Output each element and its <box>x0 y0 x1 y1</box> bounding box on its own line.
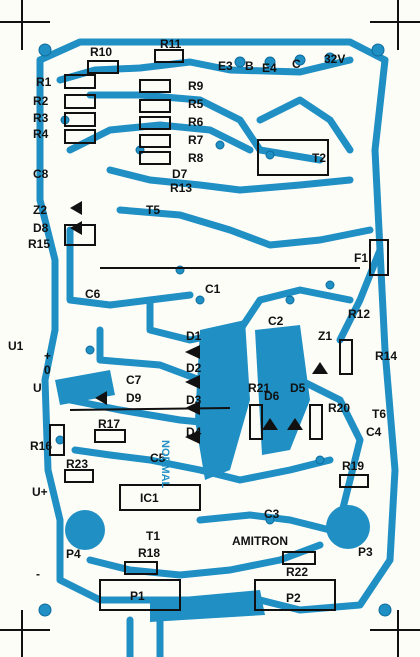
label-r14: R14 <box>375 349 397 363</box>
label-u1: U1 <box>8 339 24 353</box>
label-d9: D9 <box>126 391 142 405</box>
jumper-wire-2 <box>69 407 231 411</box>
label-t5: T5 <box>146 203 160 217</box>
label-r11: R11 <box>160 37 182 51</box>
label-z1: Z1 <box>318 329 332 343</box>
label-u1-plus: U+ <box>32 485 48 499</box>
label-r6: R6 <box>188 115 204 129</box>
label-d4: D4 <box>186 425 202 439</box>
label-r7: R7 <box>188 133 204 147</box>
label-32v: 32V <box>324 52 345 66</box>
label-d7: D7 <box>172 167 188 181</box>
label-r12: R12 <box>348 307 370 321</box>
label-c3: C3 <box>264 507 280 521</box>
label-p2: P2 <box>286 591 301 605</box>
label-c8: C8 <box>33 167 49 181</box>
label-c: C <box>292 57 301 71</box>
label-t2: T2 <box>312 151 326 165</box>
label-e3: E3 <box>218 59 233 73</box>
label-d5: D5 <box>290 381 306 395</box>
label-p1: P1 <box>130 589 145 603</box>
label-r23: R23 <box>66 457 88 471</box>
label-c5: C5 <box>150 451 166 465</box>
label-r5: R5 <box>188 97 204 111</box>
label-d1: D1 <box>186 329 202 343</box>
label-r4: R4 <box>33 127 49 141</box>
label-r16: R16 <box>30 439 52 453</box>
label-c4: C4 <box>366 425 382 439</box>
label-d6: D6 <box>264 389 280 403</box>
label-e4: E4 <box>262 61 277 75</box>
label-zero: 0 <box>44 363 51 377</box>
label-p3: P3 <box>358 545 373 559</box>
label-r19: R19 <box>342 459 364 473</box>
label-t1: T1 <box>146 529 160 543</box>
label-ic1: IC1 <box>140 491 159 505</box>
label-r3: R3 <box>33 111 49 125</box>
label-r18: R18 <box>138 546 160 560</box>
label-d3: D3 <box>186 393 202 407</box>
label-r15: R15 <box>28 237 50 251</box>
label-c1: C1 <box>205 282 221 296</box>
label-r10: R10 <box>90 45 112 59</box>
p4-pad <box>65 510 105 550</box>
label-r13: R13 <box>170 181 192 195</box>
label-r20: R20 <box>328 401 350 415</box>
p3-pad <box>326 505 370 549</box>
label-c7: C7 <box>126 373 142 387</box>
label-r22: R22 <box>286 565 308 579</box>
label-minus: - <box>36 567 40 581</box>
label-brand: AMITRON <box>232 534 288 548</box>
label-mirror-text: NORMAL <box>159 440 171 489</box>
label-r8: R8 <box>188 151 204 165</box>
label-u: U <box>33 381 42 395</box>
label-b: B <box>245 59 254 73</box>
label-c2: C2 <box>268 314 284 328</box>
label-f1: F1 <box>354 251 368 265</box>
label-z2: Z2 <box>33 203 47 217</box>
label-d8: D8 <box>33 221 49 235</box>
solder-pads <box>38 43 392 617</box>
label-t6: T6 <box>372 407 386 421</box>
label-plus: + <box>44 349 51 363</box>
label-r2: R2 <box>33 94 49 108</box>
label-d2: D2 <box>186 361 202 375</box>
label-r1: R1 <box>36 75 52 89</box>
label-r21: R21 <box>248 381 270 395</box>
label-r9: R9 <box>188 79 204 93</box>
label-c6: C6 <box>85 287 101 301</box>
label-r17: R17 <box>98 417 120 431</box>
label-p4: P4 <box>66 547 81 561</box>
